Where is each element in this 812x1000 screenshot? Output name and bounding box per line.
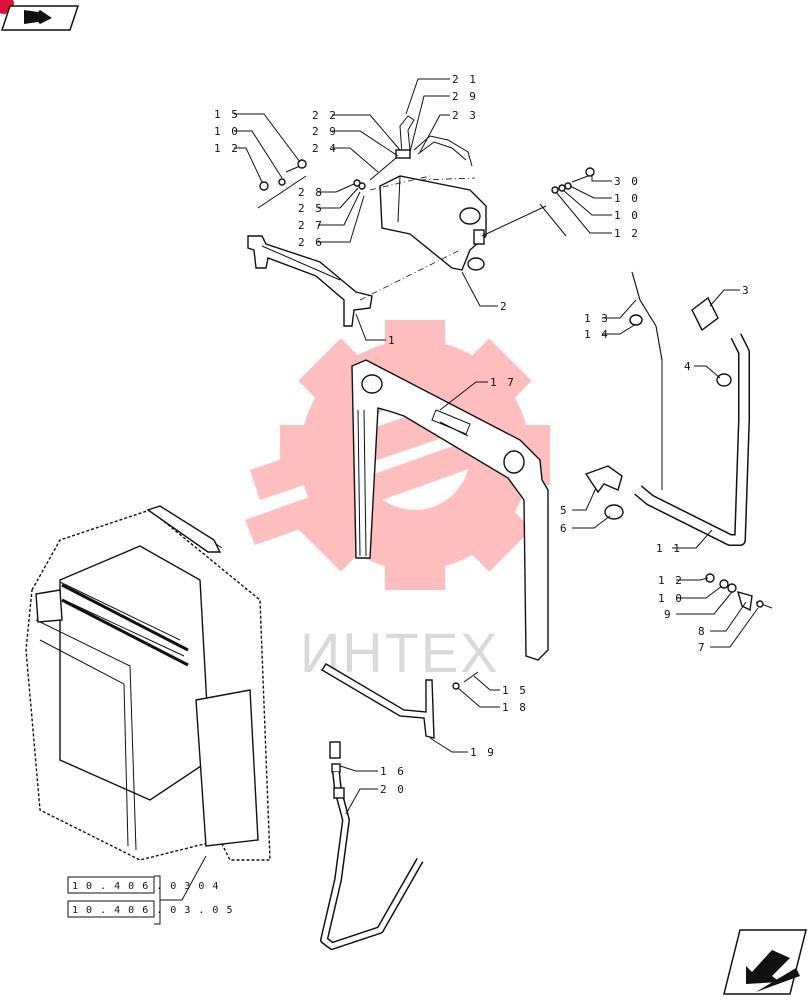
callout-9: 9: [664, 608, 673, 621]
reference-link-2[interactable]: 1 0 . 4 0 6 . 0 3 . 0 5: [72, 905, 233, 916]
part-bolts-15-18: [452, 671, 479, 690]
part-hose-11: [634, 333, 750, 546]
callout-29: 2 9: [452, 90, 478, 103]
callout-10: 1 0: [658, 592, 684, 605]
part-expansion-tank: [379, 175, 487, 271]
part-frame: [351, 359, 549, 661]
reference-link-1[interactable]: 1 0 . 4 0 6 . 0 3 0 4: [72, 881, 219, 892]
part-clamp-6: [604, 504, 624, 520]
callout-12: 1 2: [658, 574, 684, 587]
callout-10: 1 0: [614, 209, 640, 222]
part-radiator-assembly: [25, 505, 271, 861]
callout-25: 2 5: [298, 202, 324, 215]
part-bolts-top-right: [551, 167, 595, 194]
callout-11: 1 1: [656, 542, 682, 555]
callout-20: 2 0: [380, 783, 406, 796]
callout-22: 2 2: [312, 109, 338, 122]
callout-27: 2 7: [298, 219, 324, 232]
callout-14: 1 4: [584, 328, 610, 341]
callout-28: 2 8: [298, 186, 324, 199]
callout-19: 1 9: [470, 746, 496, 759]
part-bolts-right: [705, 573, 773, 612]
callout-12: 1 2: [214, 142, 240, 155]
callout-13: 1 3: [584, 312, 610, 325]
callout-8: 8: [698, 625, 707, 638]
callout-10: 1 0: [614, 192, 640, 205]
part-pipe-20: [320, 741, 424, 950]
callout-5: 5: [560, 504, 569, 517]
callout-18: 1 8: [502, 701, 528, 714]
book-arrow-icon[interactable]: [0, 0, 80, 31]
callout-24: 2 4: [312, 142, 338, 155]
part-vent-hoses: [353, 115, 473, 190]
callout-15: 1 5: [214, 108, 240, 121]
part-bracket-19: [321, 663, 435, 739]
callout-16: 1 6: [380, 765, 406, 778]
reference-boxes: 1 0 . 4 0 6 . 0 3 0 4 1 0 . 4 0 6 . 0 3 …: [67, 876, 233, 918]
part-elbow-hose-5: [584, 465, 623, 494]
callout-2: 2: [500, 300, 509, 313]
next-page-arrow-icon[interactable]: [723, 929, 807, 995]
callout-26: 2 6: [298, 236, 324, 249]
callout-21: 2 1: [452, 73, 478, 86]
callout-7: 7: [698, 641, 707, 654]
part-clamp-4: [716, 373, 732, 387]
callout-6: 6: [560, 522, 569, 535]
callout-1: 1: [388, 334, 397, 347]
callout-17: 1 7: [490, 376, 516, 389]
callout-labels: 1 5 1 0 1 2 2 2 2 9 2 4 2 1 2 9 2 3 2 8 …: [214, 73, 751, 796]
part-hose-3: [691, 296, 719, 332]
part-bracket: [247, 235, 373, 327]
callout-3: 3: [742, 284, 751, 297]
callout-4: 4: [684, 360, 693, 373]
leader-lines: [154, 78, 759, 925]
callout-29: 2 9: [312, 125, 338, 138]
callout-10: 1 0: [214, 125, 240, 138]
part-hose-13: [629, 271, 663, 490]
part-bolts-top-left: [259, 159, 307, 191]
callout-23: 2 3: [452, 109, 478, 122]
callout-15: 1 5: [502, 684, 528, 697]
callout-12: 1 2: [614, 227, 640, 240]
callout-30: 3 0: [614, 175, 640, 188]
